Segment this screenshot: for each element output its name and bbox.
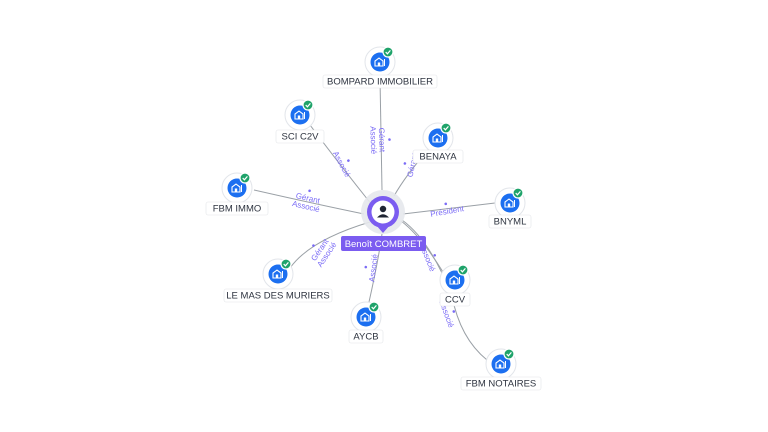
center-person-node[interactable]: Benoît COMBRET [341,190,426,251]
center-pointer [376,225,390,233]
company-name-label: BOMPARD IMMOBILIER [327,77,433,88]
company-name-label: FBM IMMO [213,204,262,215]
node-label-bg [223,288,333,303]
edge-arrow-dot [312,244,315,247]
node-label-bg [488,214,532,229]
node-core [227,178,247,198]
edge-lemas [289,221,371,269]
node-core [356,307,376,327]
company-node-fbmnot[interactable]: FBM NOTAIRES [460,348,542,391]
node-core [268,264,288,284]
node-core [428,128,448,148]
check-icon [239,172,251,184]
edge-role-labels-aycb: Associé [364,253,380,283]
company-name-label: FBM NOTAIRES [466,379,537,390]
edge-arrow-dot [308,189,311,193]
company-node-scic2v[interactable]: SCI C2V [275,99,325,144]
edge-role-label: Associé [331,150,352,179]
company-node-bnyml[interactable]: BNYML [488,187,532,229]
company-name-label: AYCB [353,332,378,343]
center-label-bg [341,236,426,251]
building-icon [504,198,515,208]
node-label-bg [322,74,438,89]
node-core [370,52,390,72]
node-core [500,193,520,213]
company-name-label: BNYML [494,217,527,228]
edge-bompard [379,77,383,191]
building-icon [294,110,305,120]
check-icon [503,348,515,360]
person-icon [377,205,389,218]
company-node-lemas[interactable]: LE MAS DES MURIERS [223,258,333,303]
node-label-bg [460,376,542,391]
company-name-label: CCV [445,295,466,306]
building-icon [231,183,242,193]
edge-arrow-dot [452,310,456,313]
edge-arrow-dot [364,265,368,269]
edge-role-label: Associé [368,126,378,155]
center-name-label: Benoît COMBRET [345,239,423,250]
node-core [491,354,511,374]
edge-role-label: Associé [367,253,379,282]
edge-arrow-dot [388,138,391,141]
check-icon [368,301,380,313]
edge-arrow-dot [347,159,350,162]
company-nodes: BOMPARD IMMOBILIER BENAYA BNYML CCV FBM NOTA… [205,46,542,391]
building-icon [495,359,506,369]
check-icon [440,122,452,134]
edge-arrow-dot [444,202,448,206]
node-core [290,105,310,125]
check-icon [302,99,314,111]
edge-arrow-dot [403,162,407,165]
check-icon [382,46,394,58]
company-node-bompard[interactable]: BOMPARD IMMOBILIER [322,46,438,89]
node-label-bg [205,201,269,216]
building-icon [432,133,443,143]
company-node-ccv[interactable]: CCV [439,264,471,307]
company-node-fbmimmo[interactable]: FBM IMMO [205,172,269,216]
node-label-bg [412,149,464,164]
edge-role-label: Président [430,204,466,219]
edge-role-label: Gérant [377,127,387,153]
check-icon [280,258,292,270]
check-icon [457,264,469,276]
node-label-bg [439,292,471,307]
edge-role-labels-scic2v: Associé [331,150,352,179]
building-icon [360,312,371,322]
check-icon [512,187,524,199]
building-icon [374,57,385,67]
edge-arrow-dot [433,253,437,257]
node-label-bg [275,129,325,144]
building-icon [449,275,460,285]
company-name-label: LE MAS DES MURIERS [226,291,329,302]
building-icon [272,269,283,279]
node-core [445,270,465,290]
company-name-label: BENAYA [419,152,457,163]
edge-role-labels-bnyml: Président [430,202,466,219]
company-name-label: SCI C2V [282,132,320,143]
node-label-bg [348,329,384,344]
edge-bnyml [402,202,496,215]
company-node-benaya[interactable]: BENAYA [412,122,464,164]
company-node-aycb[interactable]: AYCB [348,301,384,344]
edge-fbmimmo [253,189,365,215]
